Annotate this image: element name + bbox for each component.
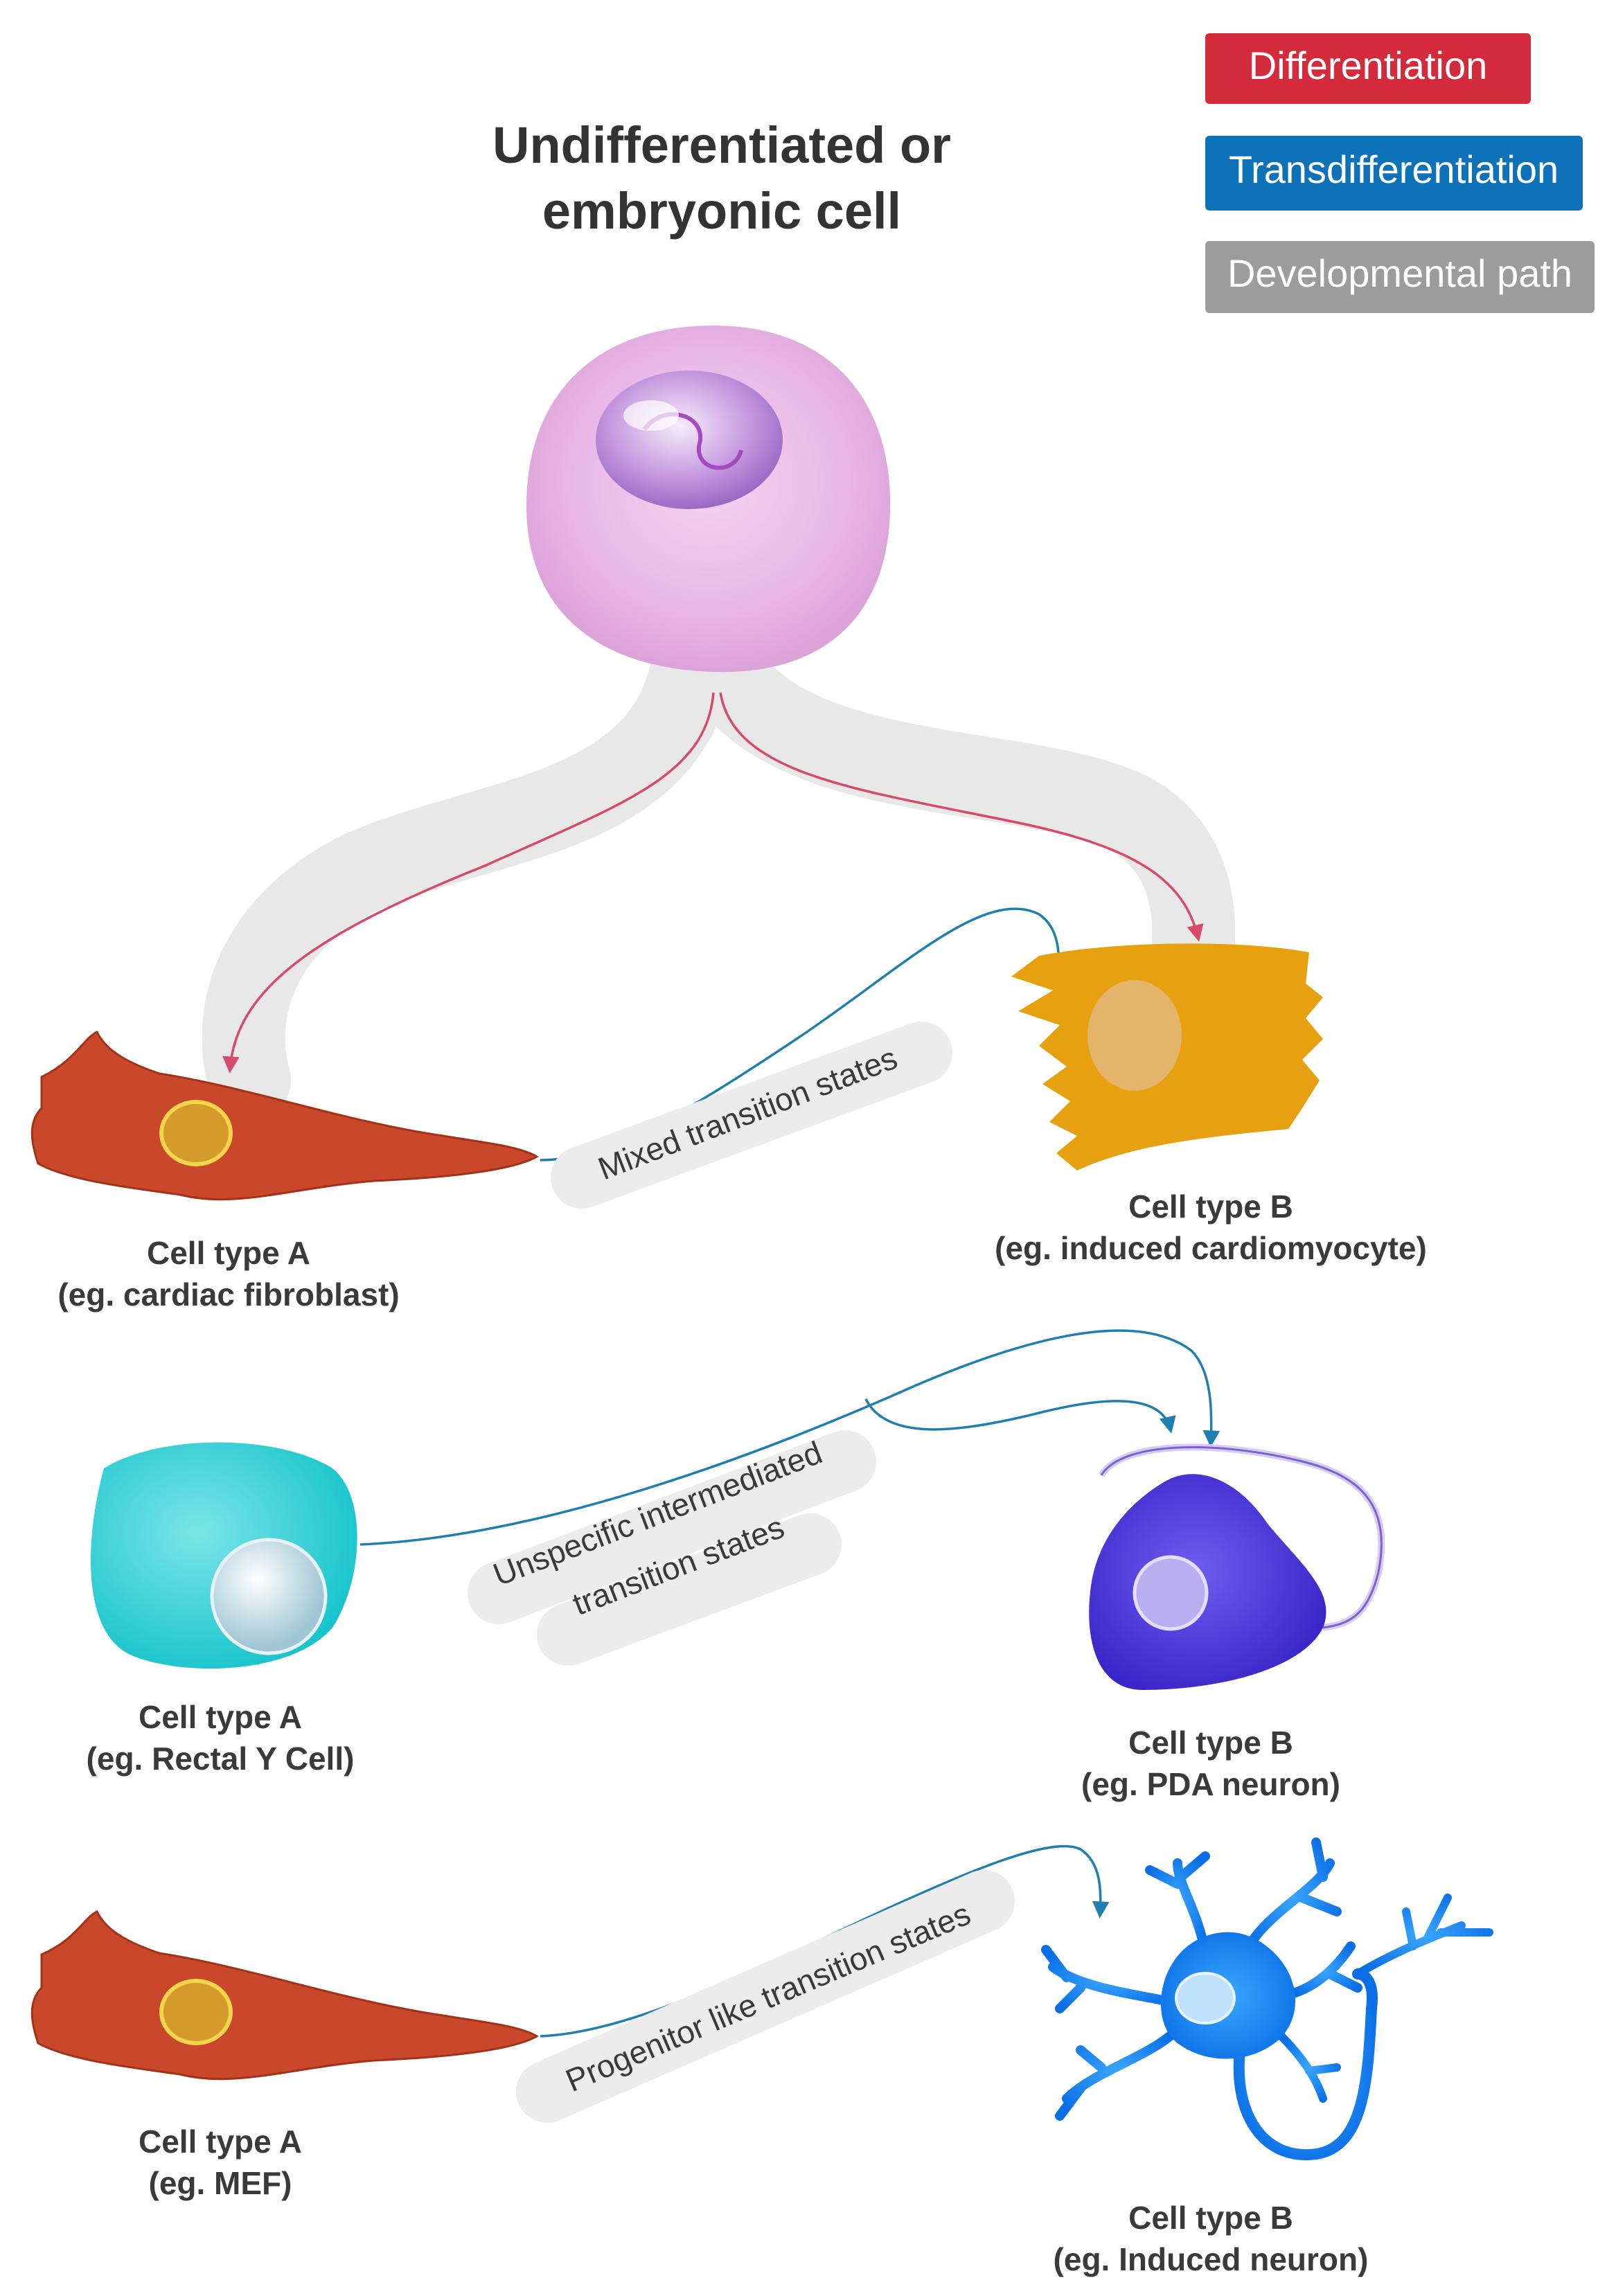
legend-developmental-path-swatch — [1205, 241, 1595, 313]
panel-2-cell-b-caption-line2: (eg. PDA neuron) — [1081, 1766, 1340, 1802]
differentiation-arrow-to-cell-a — [222, 692, 715, 1074]
transition-label-3-background — [516, 1870, 1015, 2123]
embryonic-cell-highlight — [623, 400, 679, 431]
neuron-axon — [1233, 1968, 1378, 2161]
diagram-title-line1: Undifferentiated or — [492, 116, 951, 174]
cell-a-mef-nucleus — [159, 1979, 233, 2045]
legend-differentiation-label: Differentiation — [1249, 44, 1488, 87]
panel-1-cell-a-caption-line2: (eg. cardiac fibroblast) — [57, 1276, 399, 1312]
differentiation-arrows — [222, 692, 1204, 1074]
panel-1-cell-b-caption-line1: Cell type B — [1128, 1189, 1293, 1225]
transition-label-1-background — [551, 1022, 952, 1209]
legend-differentiation-swatch — [1205, 33, 1531, 104]
cell-b-pda-neuron-projection-outline — [1100, 1446, 1383, 1629]
cell-a-mef — [30, 1910, 539, 2081]
transition-label-1: Mixed transition states — [593, 1040, 902, 1187]
legend: Differentiation Transdifferentiation Dev… — [1205, 33, 1595, 313]
embryonic-cell-nucleus — [596, 371, 783, 509]
cell-b-induced-neuron-nucleus — [1175, 1972, 1236, 2024]
legend-transdifferentiation-swatch — [1205, 136, 1583, 211]
transdifferentiation-arrow-3 — [540, 1844, 1110, 2038]
neuron-dendrite-lower-right — [1277, 2032, 1341, 2103]
developmental-paths — [202, 623, 1236, 1122]
embryonic-cell — [526, 326, 891, 673]
developmental-path-to-cell-a — [202, 623, 734, 1122]
neuron-dendrite-far-right — [1353, 1894, 1493, 1978]
panel-2-cell-a-caption-line1: Cell type A — [139, 1699, 302, 1735]
differentiation-arrow-to-cell-b — [719, 692, 1204, 942]
transition-label-2-background-line2 — [537, 1513, 842, 1666]
cell-a-rectal-y — [90, 1442, 357, 1669]
panel-3-cell-b-caption-line1: Cell type B — [1128, 2200, 1293, 2236]
neuron-dendrite-left — [1041, 1945, 1175, 2013]
panel-3-cell-b-caption-line2: (eg. Induced neuron) — [1054, 2241, 1369, 2277]
transdifferentiation-arrow-2 — [359, 1329, 1220, 1546]
panel-2-cell-a-caption-line2: (eg. Rectal Y Cell) — [87, 1741, 355, 1777]
developmental-path-to-cell-b — [679, 623, 1236, 1004]
legend-transdifferentiation-label: Transdifferentiation — [1229, 148, 1559, 191]
transition-label-3: Progenitor like transition states — [560, 1895, 975, 2099]
cell-b-pda-neuron — [1089, 1474, 1326, 1690]
panel-1-cell-b-caption-line2: (eg. induced cardiomyocyte) — [995, 1230, 1427, 1266]
transition-label-2-background-line1 — [468, 1430, 876, 1624]
panel-3-cell-a-caption-line2: (eg. MEF) — [149, 2165, 292, 2201]
cell-a-rectal-y-nucleus — [210, 1538, 328, 1655]
panel-3-cell-a-caption-line1: Cell type A — [139, 2124, 302, 2160]
panel-1-cell-a-caption-line1: Cell type A — [147, 1235, 310, 1271]
neuron-dendrite-lower-left — [1055, 2024, 1182, 2121]
panel-2: Unspecific intermediated transition stat… — [87, 1329, 1385, 1802]
neuron-dendrite-upper-right — [1242, 1837, 1342, 1955]
panel-2-cell-b-caption-line1: Cell type B — [1128, 1725, 1293, 1761]
panel-3: Progenitor like transition states Cell t… — [30, 1837, 1493, 2277]
diagram-title-line2: embryonic cell — [542, 182, 901, 240]
cell-b-cardiomyocyte-nucleus — [1087, 980, 1182, 1091]
neuron-dendrite-upper — [1145, 1851, 1210, 1958]
transdifferentiation-arrow-2-branch — [864, 1398, 1176, 1434]
cell-a-fibroblast-nucleus — [159, 1100, 233, 1166]
cell-a-fibroblast — [30, 1030, 539, 1201]
neuron-dendrite-right — [1284, 1941, 1362, 2000]
cell-b-pda-neuron-nucleus — [1133, 1555, 1209, 1631]
legend-developmental-path-label: Developmental path — [1227, 251, 1572, 295]
